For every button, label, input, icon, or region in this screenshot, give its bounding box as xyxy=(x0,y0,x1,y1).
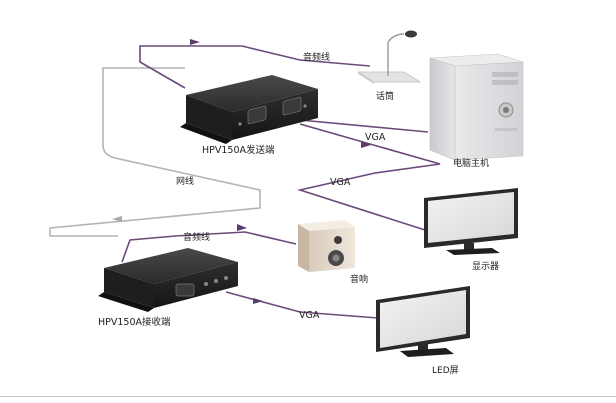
receiver-device xyxy=(98,248,238,312)
network-cable-label: 网线 xyxy=(176,175,194,187)
audio-cable-top-arrow-icon xyxy=(190,39,200,45)
vga-led-label: VGA xyxy=(299,310,320,321)
speaker-label: 音响 xyxy=(350,273,368,285)
vga-monitor-label: VGA xyxy=(330,177,351,188)
vga-pc-label: VGA xyxy=(365,132,386,143)
audio-cable-bottom xyxy=(121,231,297,263)
led-label: LED屏 xyxy=(432,365,459,376)
pc-tower-icon xyxy=(429,53,524,161)
audio-cable-top-label: 音频线 xyxy=(303,51,330,63)
receiver-label: HPV150A接收端 xyxy=(98,316,171,328)
pc-label: 电脑主机 xyxy=(453,157,489,169)
sender-device xyxy=(180,75,318,144)
microphone-label: 话筒 xyxy=(376,90,394,102)
vga-cable-led xyxy=(225,291,379,319)
vga-cable-monitor-arrow-icon xyxy=(361,141,371,148)
microphone-icon xyxy=(356,30,422,84)
audio-cable-bottom-arrow-icon xyxy=(237,224,247,231)
vga-cable-led-arrow-icon xyxy=(253,298,263,304)
audio-cable-top xyxy=(139,45,371,89)
network-cable xyxy=(49,67,261,237)
monitor-icon xyxy=(424,188,518,255)
led-screen-icon xyxy=(376,286,470,357)
network-cable-arrow-icon xyxy=(112,216,122,222)
speaker-icon xyxy=(298,220,355,272)
audio-cable-bottom-label: 音频线 xyxy=(183,231,210,243)
sender-label: HPV150A发送端 xyxy=(202,144,275,156)
vga-cable-monitor xyxy=(296,123,441,231)
monitor-label: 显示器 xyxy=(472,261,499,272)
bottom-divider xyxy=(0,396,616,397)
